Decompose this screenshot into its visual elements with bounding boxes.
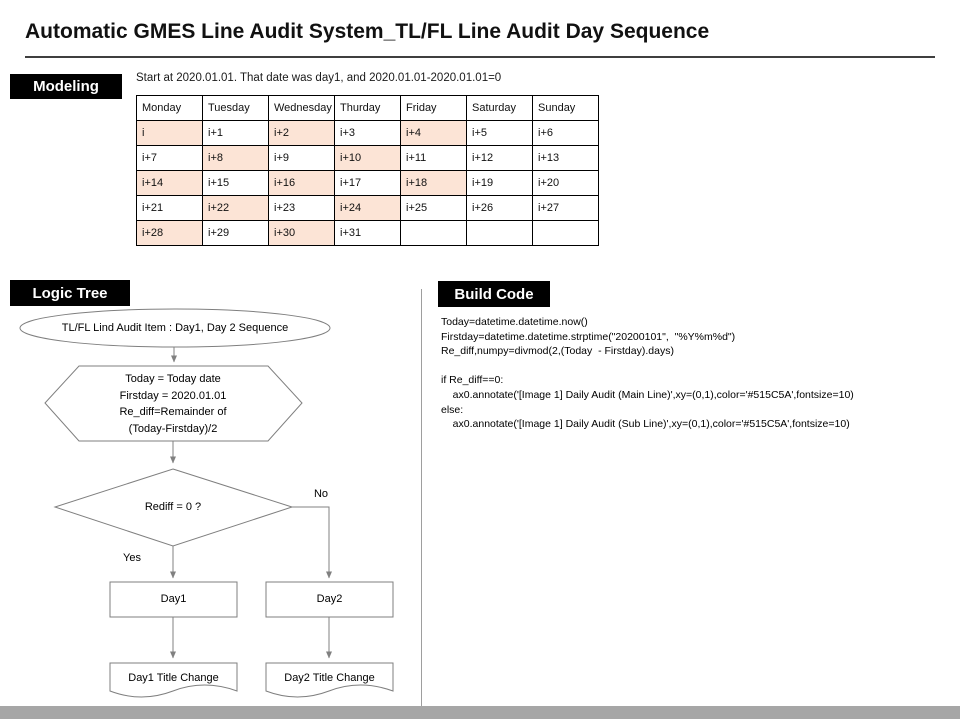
table-cell: i+22	[202, 195, 269, 221]
code-line: Re_diff,numpy=divmod(2,(Today - Firstday…	[441, 345, 674, 358]
table-header-cell: Tuesday	[202, 95, 269, 121]
day1-doc-label: Day1 Title Change	[128, 672, 219, 684]
page-title: Automatic GMES Line Audit System_TL/FL L…	[25, 20, 710, 43]
table-cell: i+5	[466, 120, 533, 146]
day2-doc-label: Day2 Title Change	[284, 672, 375, 684]
table-header-cell: Monday	[136, 95, 203, 121]
day2-label: Day2	[316, 593, 343, 605]
table-cell: i+20	[532, 170, 599, 196]
table-cell: i+27	[532, 195, 599, 221]
table-cell: i+14	[136, 170, 203, 196]
modeling-badge-label: Modeling	[33, 78, 99, 95]
process-line: (Today-Firstday)/2	[128, 422, 218, 435]
table-header-cell: Wednesday	[268, 95, 335, 121]
code-line: Firstday=datetime.datetime.strptime("202…	[441, 330, 736, 343]
process-line: Re_diff=Remainder of	[119, 406, 227, 418]
code-line: ax0.annotate('[Image 1] Daily Audit (Mai…	[441, 388, 854, 401]
table-cell: i+28	[136, 220, 203, 246]
code-line	[441, 359, 854, 374]
table-cell: i+3	[334, 120, 401, 146]
table-cell: i+1	[202, 120, 269, 146]
table-cell: i+8	[202, 145, 269, 171]
table-cell: i	[136, 120, 203, 146]
yes-label: Yes	[123, 552, 141, 564]
table-cell: i+25	[400, 195, 467, 221]
table-cell: i+19	[466, 170, 533, 196]
process-line: Today = Today date	[125, 373, 221, 385]
table-cell: i+4	[400, 120, 467, 146]
process-label: Today = Today date Firstday = 2020.01.01…	[60, 371, 286, 437]
table-cell: i+16	[268, 170, 335, 196]
table-cell: i+21	[136, 195, 203, 221]
table-cell: i+23	[268, 195, 335, 221]
section-divider	[421, 289, 422, 710]
decision-label: Rediff = 0 ?	[144, 501, 202, 513]
build-code-badge-label: Build Code	[454, 285, 534, 303]
code-line: ax0.annotate('[Image 1] Daily Audit (Sub…	[441, 418, 850, 431]
modeling-note: Start at 2020.01.01. That date was day1,…	[136, 72, 502, 84]
table-header-cell: Friday	[400, 95, 467, 121]
modeling-badge: Modeling	[10, 74, 122, 99]
table-cell: i+2	[268, 120, 335, 146]
table-cell: i+9	[268, 145, 335, 171]
table-cell	[532, 220, 599, 246]
table-cell	[466, 220, 533, 246]
start-label: TL/FL Lind Audit Item : Day1, Day 2 Sequ…	[61, 322, 289, 334]
table-cell: i+17	[334, 170, 401, 196]
table-cell: i+15	[202, 170, 269, 196]
table-cell	[400, 220, 467, 246]
build-code-badge: Build Code	[438, 281, 550, 307]
logic-tree-badge-label: Logic Tree	[32, 284, 108, 302]
logic-tree-badge: Logic Tree	[10, 280, 130, 306]
table-cell: i+6	[532, 120, 599, 146]
footer-bar	[0, 706, 960, 719]
table-cell: i+30	[268, 220, 335, 246]
process-line: Firstday = 2020.01.01	[119, 389, 227, 402]
no-label: No	[313, 488, 329, 500]
table-cell: i+13	[532, 145, 599, 171]
code-line: if Re_diff==0:	[441, 374, 504, 387]
day1-label: Day1	[160, 593, 187, 605]
table-header-cell: Saturday	[466, 95, 533, 121]
table-cell: i+12	[466, 145, 533, 171]
code-line: Today=datetime.datetime.now()	[441, 316, 588, 328]
connector-no	[292, 506, 332, 579]
table-cell: i+11	[400, 145, 467, 171]
table-cell: i+18	[400, 170, 467, 196]
table-cell: i+31	[334, 220, 401, 246]
table-cell: i+10	[334, 145, 401, 171]
table-cell: i+7	[136, 145, 203, 171]
table-cell: i+24	[334, 195, 401, 221]
table-header-cell: Sunday	[532, 95, 599, 121]
table-cell: i+29	[202, 220, 269, 246]
table-header-cell: Thurday	[334, 95, 401, 121]
code-line: else:	[441, 403, 464, 416]
code-block: Today=datetime.datetime.now() Firstday=d…	[441, 315, 854, 432]
title-underline	[25, 56, 935, 58]
table-cell: i+26	[466, 195, 533, 221]
